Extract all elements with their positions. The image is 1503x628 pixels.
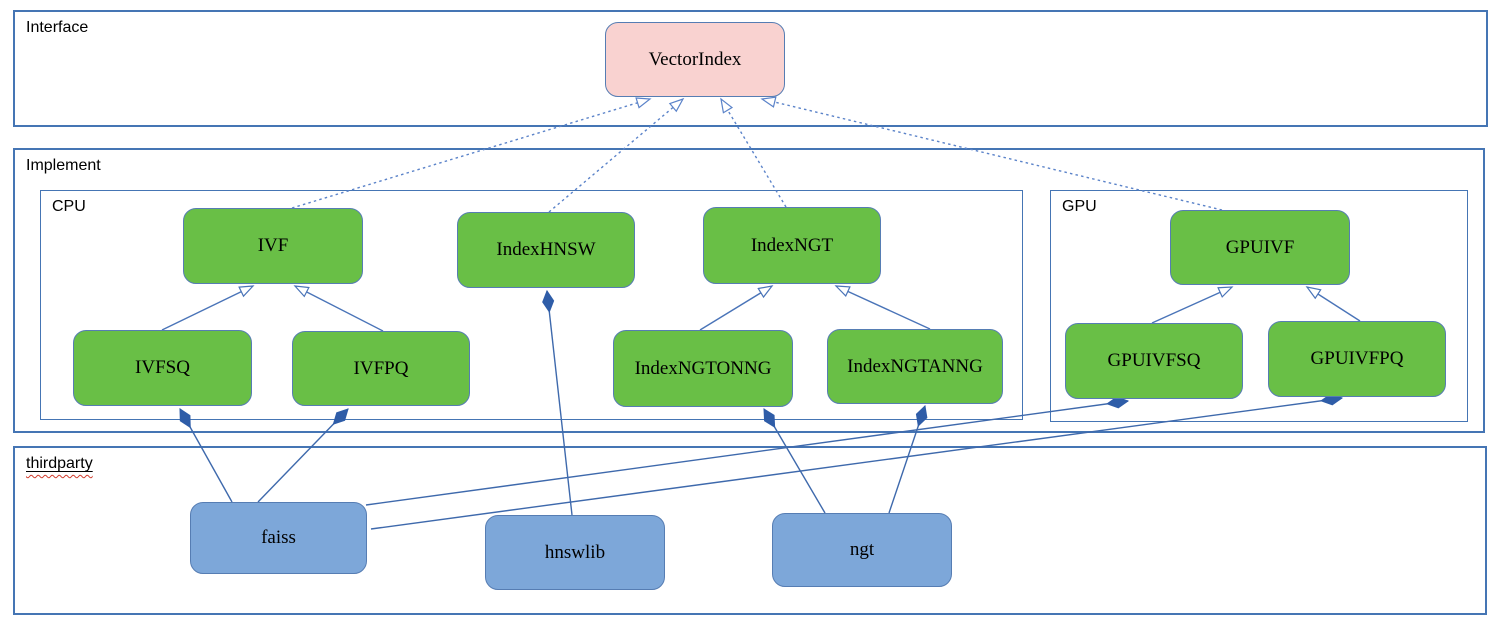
container-implement-label: Implement <box>26 157 101 174</box>
node-hnswlib: hnswlib <box>485 515 665 590</box>
node-ngt: ngt <box>772 513 952 587</box>
container-interface-label: Interface <box>26 19 89 36</box>
container-thirdparty-label: thirdparty <box>26 455 93 472</box>
container-cpu-label: CPU <box>52 198 86 215</box>
node-ivfsq: IVFSQ <box>73 330 252 406</box>
node-ivf: IVF <box>183 208 363 284</box>
node-indexngtonng: IndexNGTONNG <box>613 330 793 407</box>
node-gpuivfpq: GPUIVFPQ <box>1268 321 1446 397</box>
node-indexngtanng: IndexNGTANNG <box>827 329 1003 404</box>
node-gpuivfsq: GPUIVFSQ <box>1065 323 1243 399</box>
node-faiss: faiss <box>190 502 367 574</box>
node-indexngt: IndexNGT <box>703 207 881 284</box>
node-vectorindex: VectorIndex <box>605 22 785 97</box>
node-gpuivf: GPUIVF <box>1170 210 1350 285</box>
node-ivfpq: IVFPQ <box>292 331 470 406</box>
node-indexhnsw: IndexHNSW <box>457 212 635 288</box>
container-gpu-label: GPU <box>1062 198 1097 215</box>
